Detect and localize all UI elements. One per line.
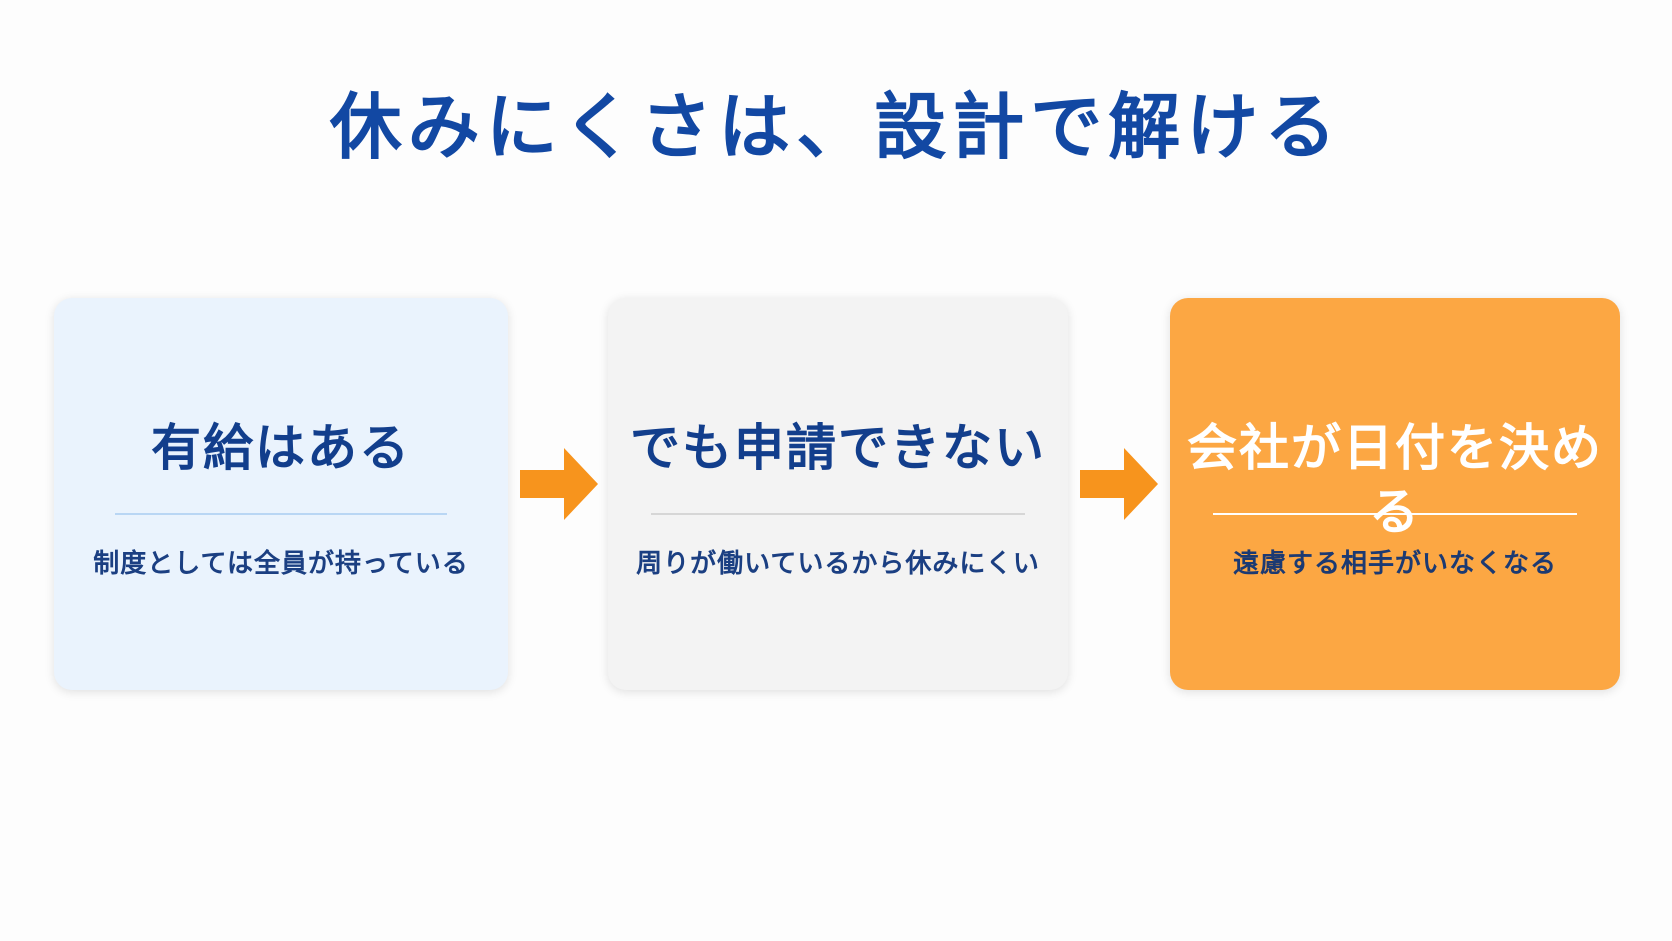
page-title: 休みにくさは、設計で解ける: [329, 85, 1343, 169]
arrow-right-icon: [520, 448, 598, 520]
card-subtext: 遠慮する相手がいなくなる: [1232, 549, 1557, 579]
card-heading: 会社が日付を決める: [1187, 419, 1603, 541]
card-divider: [651, 513, 1025, 515]
card-cannot-apply: でも申請できない 周りが働いているから休みにくい: [608, 298, 1068, 690]
arrow-right-icon: [1080, 448, 1158, 520]
card-heading: 有給はある: [151, 419, 411, 477]
card-divider: [1213, 513, 1577, 515]
card-heading: でも申請できない: [630, 419, 1046, 477]
card-subtext: 制度としては全員が持っている: [93, 549, 469, 579]
card-divider: [115, 513, 447, 515]
card-company-sets-dates: 会社が日付を決める 遠慮する相手がいなくなる: [1170, 298, 1620, 690]
card-subtext: 周りが働いているから休みにくい: [636, 549, 1040, 579]
card-paid-leave-exists: 有給はある 制度としては全員が持っている: [54, 298, 508, 690]
